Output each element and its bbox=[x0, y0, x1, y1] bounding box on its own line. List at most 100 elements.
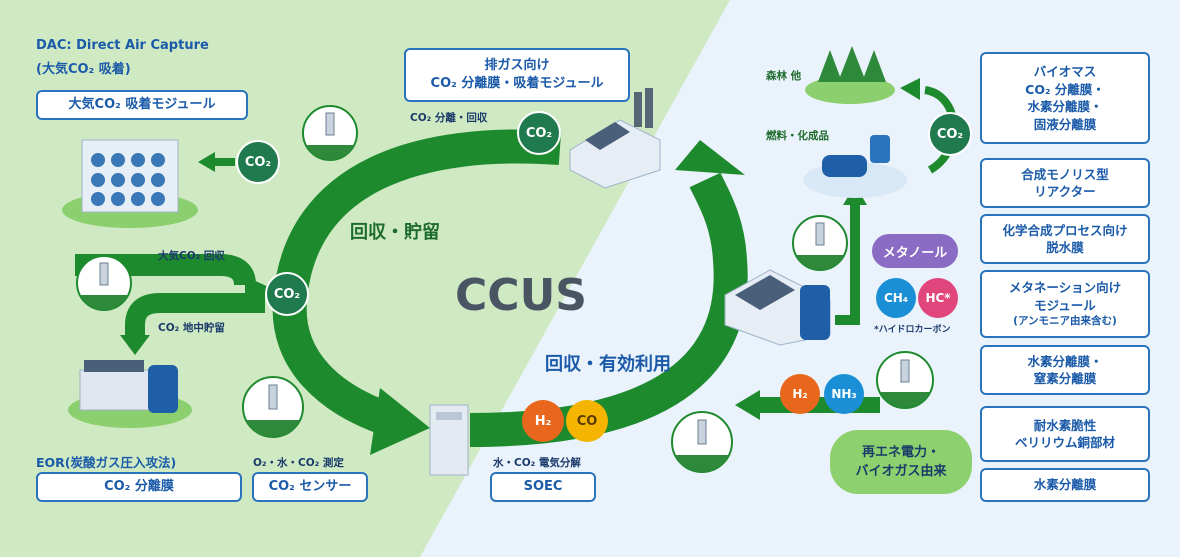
label-air-capture: 大気CO₂ 回収 bbox=[158, 250, 225, 262]
co2-circle-center: CO₂ bbox=[265, 272, 309, 316]
co2-circle-biomass: CO₂ bbox=[928, 112, 972, 156]
co-circle-soec: CO bbox=[566, 400, 608, 442]
co-label: CO bbox=[576, 413, 598, 429]
dac-title-line2: (大気CO₂ 吸着) bbox=[36, 62, 131, 77]
methanation-module-box[interactable]: メタネーション向け モジュール (アンモニア由来含む) bbox=[980, 270, 1150, 338]
box-line: 脱水膜 bbox=[1046, 240, 1084, 255]
h2-label: H₂ bbox=[792, 387, 808, 401]
box-line: 固液分離膜 bbox=[1033, 116, 1097, 132]
co2-sensor-label: CO₂ センサー bbox=[268, 478, 352, 494]
eor-plant bbox=[79, 369, 151, 411]
co2-label: CO₂ bbox=[936, 126, 964, 142]
ch4-circle: CH₄ bbox=[876, 278, 916, 318]
co2-circle-exhaust: CO₂ bbox=[517, 111, 561, 155]
box-line: 水素分離膜・ bbox=[1027, 353, 1103, 369]
box-line: リアクター bbox=[1034, 184, 1096, 199]
soec-box[interactable]: SOEC bbox=[490, 472, 596, 502]
label-underground: CO₂ 地中貯留 bbox=[158, 322, 225, 334]
exhaust-module-box[interactable]: 排ガス向け CO₂ 分離膜・吸着モジュール bbox=[404, 48, 630, 102]
box-line: CO₂ 分離膜・ bbox=[1025, 81, 1105, 97]
dac-release-arrowhead bbox=[198, 152, 215, 172]
eor-title: EOR(炭酸ガス圧入攻法) bbox=[36, 455, 177, 470]
exhaust-line2: CO₂ 分離膜・吸着モジュール bbox=[430, 76, 604, 91]
nh3-circle: NH₃ bbox=[824, 374, 864, 414]
box-line: 水素分離膜 bbox=[1033, 477, 1097, 493]
hydrogen-nitrogen-membrane-box[interactable]: 水素分離膜・ 窒素分離膜 bbox=[980, 345, 1150, 395]
co2-label: CO₂ bbox=[244, 154, 272, 170]
co2-label: CO₂ bbox=[525, 125, 553, 141]
chimney-1 bbox=[634, 92, 642, 127]
center-title: CCUS bbox=[455, 270, 587, 321]
h2-circle-renewable: H₂ bbox=[780, 374, 820, 414]
renewable-line2: バイオガス由来 bbox=[855, 464, 947, 479]
hydrogen-membrane-box[interactable]: 水素分離膜 bbox=[980, 468, 1150, 502]
dac-fans bbox=[91, 153, 165, 206]
box-line: 合成モノリス型 bbox=[1021, 166, 1109, 182]
renewable-source: 再エネ電力・ バイオガス由来 bbox=[830, 430, 972, 494]
h2-circle-soec: H₂ bbox=[522, 400, 564, 442]
eor-membrane-box[interactable]: CO₂ 分離膜 bbox=[36, 472, 242, 502]
car-icon bbox=[822, 155, 867, 177]
renewable-line1: 再エネ電力・ bbox=[861, 444, 940, 460]
label-electrolysis: 水・CO₂ 電気分解 bbox=[493, 457, 581, 469]
monolith-reactor-box[interactable]: 合成モノリス型 リアクター bbox=[980, 158, 1150, 208]
methanol-label: メタノール bbox=[882, 245, 948, 261]
fuel-arrow bbox=[835, 200, 860, 325]
box-line: 窒素分離膜 bbox=[1033, 371, 1097, 386]
hc-circle: HC* bbox=[918, 278, 958, 318]
shirt-icon bbox=[870, 135, 890, 163]
soec-label: SOEC bbox=[523, 478, 563, 494]
box-line: ベリリウム銅部材 bbox=[1014, 435, 1115, 450]
loop-arrowhead-soec bbox=[370, 388, 430, 455]
box-line: バイオマス bbox=[1033, 64, 1097, 79]
co2-circle-dac: CO₂ bbox=[236, 140, 280, 184]
sensor-probes bbox=[99, 112, 910, 445]
beryllium-copper-box[interactable]: 耐水素脆性 ベリリウム銅部材 bbox=[980, 406, 1150, 462]
biomass-membrane-box[interactable]: バイオマス CO₂ 分離膜・ 水素分離膜・ 固液分離膜 bbox=[980, 52, 1150, 144]
soec-panel bbox=[436, 412, 462, 420]
label-separation-recovery: CO₂ 分離・回収 bbox=[410, 112, 488, 124]
hydrocarbon-note: *ハイドロカーボン bbox=[874, 325, 951, 335]
label-capture-storage: 回収・貯留 bbox=[350, 222, 440, 243]
h2-label: H₂ bbox=[534, 413, 552, 429]
biomass-cycle-arrowhead bbox=[900, 78, 920, 100]
storage-arrow bbox=[125, 293, 265, 335]
loop-arrowhead-factory bbox=[675, 140, 745, 175]
dac-module-label: 大気CO₂ 吸着モジュール bbox=[68, 96, 216, 112]
nh3-label: NH₃ bbox=[831, 387, 857, 401]
sensor-greens bbox=[80, 145, 930, 472]
box-line: 水素分離膜・ bbox=[1027, 99, 1103, 114]
eor-tank bbox=[148, 365, 178, 413]
dehydration-membrane-box[interactable]: 化学合成プロセス向け 脱水膜 bbox=[980, 214, 1150, 264]
box-line: モジュール bbox=[1034, 297, 1096, 313]
dac-module-box[interactable]: 大気CO₂ 吸着モジュール bbox=[36, 90, 248, 120]
forest-ground bbox=[805, 76, 895, 104]
eor-membrane-label: CO₂ 分離膜 bbox=[104, 478, 174, 494]
label-capture-utilization: 回収・有効利用 bbox=[545, 354, 671, 375]
methanol-pill: メタノール bbox=[872, 234, 958, 268]
label-sensor-measure: O₂・水・CO₂ 測定 bbox=[253, 457, 344, 469]
hc-label: HC* bbox=[925, 291, 951, 305]
chimney-2 bbox=[645, 88, 653, 128]
label-forest: 森林 他 bbox=[766, 70, 802, 82]
air-capture-arrow bbox=[75, 254, 256, 286]
box-line: 化学合成プロセス向け bbox=[1002, 222, 1128, 238]
eor-solar-panels bbox=[84, 360, 144, 372]
dac-title-line1: DAC: Direct Air Capture bbox=[36, 38, 209, 53]
ch4-label: CH₄ bbox=[883, 291, 909, 305]
box-line: メタネーション向け bbox=[1008, 280, 1122, 296]
box-line: (アンモニア由来含む) bbox=[1013, 315, 1117, 328]
methanation-tank bbox=[800, 285, 830, 340]
trees bbox=[818, 46, 886, 82]
box-line: 耐水素脆性 bbox=[1033, 417, 1097, 433]
methanation-solar-panels bbox=[735, 275, 795, 310]
storage-arrowhead bbox=[120, 335, 150, 355]
label-fuel: 燃料・化成品 bbox=[766, 130, 829, 142]
factory-solar-panels bbox=[585, 122, 630, 150]
loop-arrow-left bbox=[272, 129, 562, 437]
co2-sensor-box[interactable]: CO₂ センサー bbox=[252, 472, 368, 502]
renewable-arrowhead bbox=[735, 390, 760, 420]
co2-label: CO₂ bbox=[273, 286, 301, 302]
exhaust-line1: 排ガス向け bbox=[484, 57, 550, 73]
